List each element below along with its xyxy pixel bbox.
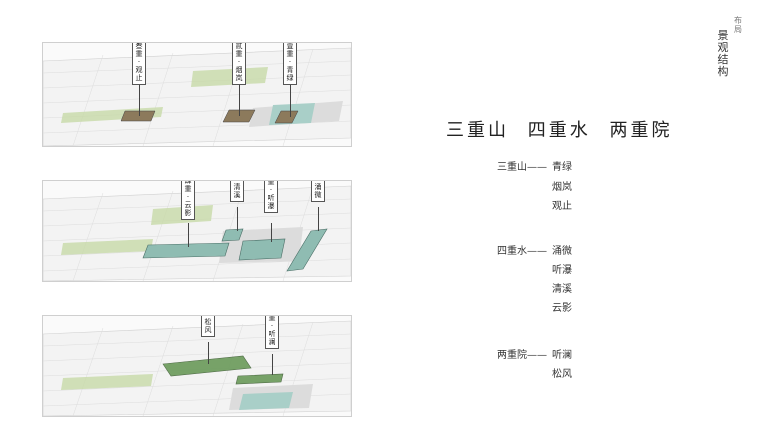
- courtyard-zone-2: [162, 355, 252, 377]
- label-water-4: 肆重·云影: [181, 181, 195, 220]
- mountain-zone-1: [274, 110, 299, 124]
- legend-mountain-item: 观止: [552, 201, 572, 212]
- diagram-panel-mountains: 叁重·观止 贰重·烟岚 壹重·青绿: [42, 42, 352, 147]
- site-plan-mountains: [43, 47, 351, 146]
- courtyard-zone-1: [235, 373, 284, 385]
- legend-court-item: 听澜: [552, 350, 572, 361]
- label-court-2: 贰重·松风: [201, 316, 215, 337]
- label-water-2: 贰重·听瀑: [264, 181, 278, 213]
- label-mountain-3: 叁重·观止: [132, 43, 146, 85]
- water-zone-4: [142, 242, 230, 259]
- headline-mountain: 三重山: [446, 120, 509, 141]
- legend-mountain-item: 青绿: [552, 162, 572, 173]
- label-mountain-2: 贰重·烟岚: [232, 43, 246, 85]
- site-plan-water: [43, 185, 351, 281]
- water-zone-2: [238, 238, 286, 261]
- label-court-1: 壹重·听澜: [265, 316, 279, 349]
- headline-court: 两重院: [609, 120, 673, 141]
- corner-small-title: 布局: [734, 16, 742, 34]
- site-plan-courtyards: [43, 320, 351, 416]
- diagram-panel-water: 肆重·云影 叁重·清溪 贰重·听瀑 壹重·涌微: [42, 180, 352, 282]
- water-zone-1: [286, 228, 328, 272]
- legend-water-item: 涌微: [552, 246, 572, 257]
- mountain-zone-3: [120, 110, 156, 122]
- mountain-zone-2: [222, 109, 256, 123]
- legend-water-title: 四重水——: [497, 246, 547, 257]
- headline-water: 四重水: [527, 120, 591, 141]
- label-mountain-1: 壹重·青绿: [283, 43, 297, 85]
- corner-main-title: 景观结构: [717, 29, 729, 78]
- legend-court-item: 松风: [552, 369, 572, 380]
- label-water-3: 叁重·清溪: [230, 181, 244, 202]
- diagram-panel-courtyards: 贰重·松风 壹重·听澜: [42, 315, 352, 417]
- label-water-1: 壹重·涌微: [311, 181, 325, 202]
- legend-mountain-title: 三重山——: [497, 162, 547, 173]
- legend-mountain-item: 烟岚: [552, 182, 572, 193]
- legend-water-item: 听瀑: [552, 265, 572, 276]
- legend-water-item: 清溪: [552, 284, 572, 295]
- headline: 三重山 四重水 两重院: [446, 116, 672, 142]
- legend-water-item: 云影: [552, 303, 572, 314]
- legend-court-title: 两重院——: [497, 350, 547, 361]
